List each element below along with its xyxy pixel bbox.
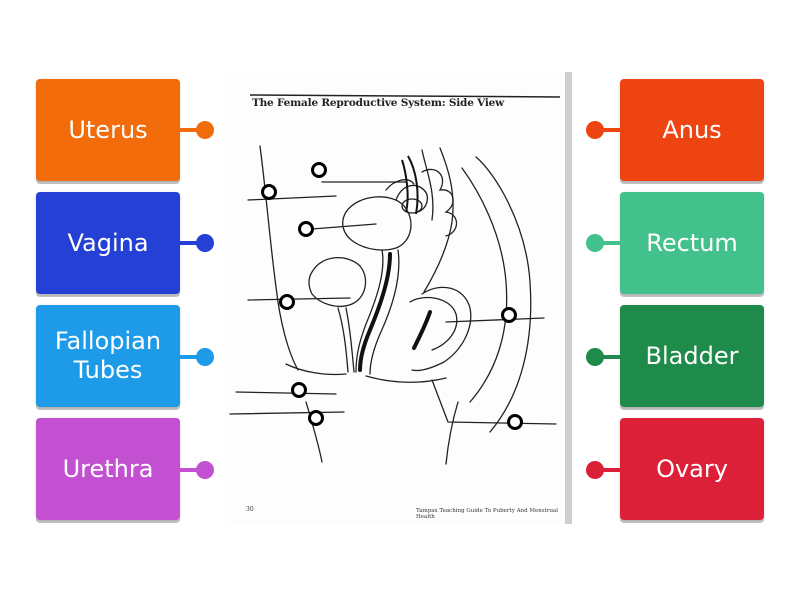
connector-pin[interactable] — [586, 348, 604, 366]
connector-line — [598, 128, 620, 132]
connector-pin[interactable] — [196, 234, 214, 252]
label-text: Anus — [662, 115, 722, 144]
connector-pin[interactable] — [586, 234, 604, 252]
connector-line — [598, 468, 620, 472]
label-text: Rectum — [646, 228, 738, 257]
label-text: Vagina — [67, 228, 149, 257]
connector-pin[interactable] — [196, 348, 214, 366]
connector-pin[interactable] — [586, 461, 604, 479]
page-number: 30 — [246, 506, 254, 513]
label-text: Fallopian Tubes — [54, 327, 162, 384]
connector-pin[interactable] — [196, 121, 214, 139]
diagram-sheet: The Female Reproductive System: Side Vie… — [226, 72, 572, 524]
drop-target-hotspot[interactable] — [308, 410, 324, 426]
label-card-vagina[interactable]: Vagina — [36, 192, 180, 294]
connector-line — [180, 355, 202, 359]
label-card-uterus[interactable]: Uterus — [36, 79, 180, 181]
label-text: Urethra — [62, 454, 154, 483]
drop-target-hotspot[interactable] — [507, 414, 523, 430]
label-card-urethra[interactable]: Urethra — [36, 418, 180, 520]
connector-line — [598, 241, 620, 245]
label-text: Bladder — [645, 341, 739, 370]
connector-line — [180, 468, 202, 472]
connector-line — [180, 241, 202, 245]
connector-pin[interactable] — [196, 461, 214, 479]
diagram-title: The Female Reproductive System: Side Vie… — [252, 97, 504, 109]
label-card-bladder[interactable]: Bladder — [620, 305, 764, 407]
label-card-rectum[interactable]: Rectum — [620, 192, 764, 294]
label-card-ovary[interactable]: Ovary — [620, 418, 764, 520]
drop-target-hotspot[interactable] — [291, 382, 307, 398]
label-card-fallopian-tubes[interactable]: Fallopian Tubes — [36, 305, 180, 407]
footer-credit: Tampax Teaching Guide To Puberty And Men… — [416, 508, 559, 520]
drop-target-hotspot[interactable] — [279, 294, 295, 310]
drop-target-hotspot[interactable] — [261, 184, 277, 200]
label-card-anus[interactable]: Anus — [620, 79, 764, 181]
connector-pin[interactable] — [586, 121, 604, 139]
drop-target-hotspot[interactable] — [311, 162, 327, 178]
drop-target-hotspot[interactable] — [501, 307, 517, 323]
label-text: Uterus — [68, 115, 148, 144]
label-text: Ovary — [656, 454, 728, 483]
connector-line — [598, 355, 620, 359]
connector-line — [180, 128, 202, 132]
anatomy-diagram — [229, 94, 561, 465]
drop-target-hotspot[interactable] — [298, 221, 314, 237]
